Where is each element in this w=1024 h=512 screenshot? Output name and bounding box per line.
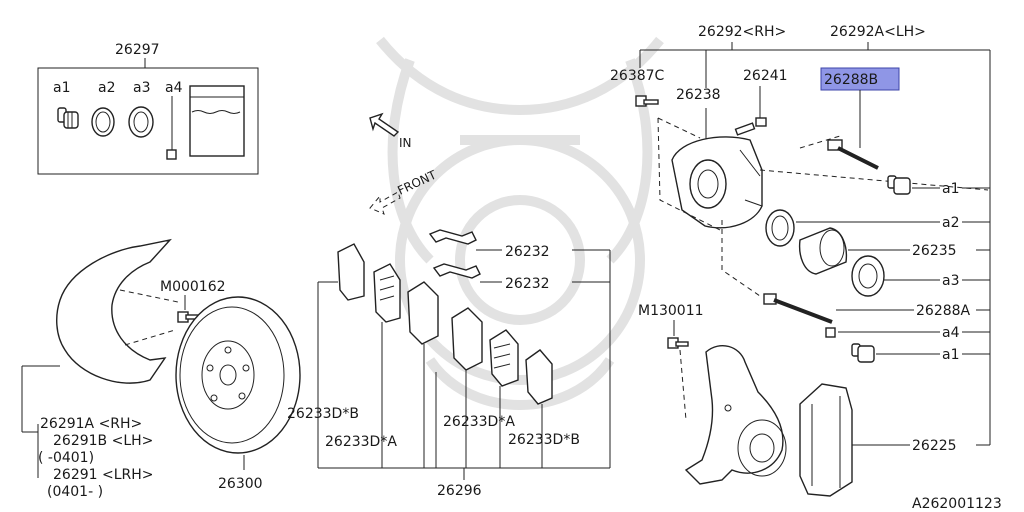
brake-pad-4 bbox=[451, 307, 483, 371]
cap-icon bbox=[166, 149, 177, 160]
in-label: IN bbox=[399, 136, 412, 150]
cover-rh-label: 26291A <RH> bbox=[40, 416, 142, 432]
piston-icon bbox=[798, 227, 848, 275]
front-arrow-icon bbox=[369, 191, 401, 215]
in-arrow-icon bbox=[369, 112, 400, 137]
pad-b-left-label: 26233D*B bbox=[287, 406, 359, 422]
p26225-label: 26225 bbox=[912, 438, 957, 454]
steering-knuckle bbox=[684, 344, 787, 485]
a2-label: a2 bbox=[942, 215, 960, 231]
caliper-support bbox=[799, 383, 853, 497]
boot-a1-bottom-icon bbox=[851, 343, 875, 363]
m130011-label: M130011 bbox=[638, 303, 704, 319]
p26241-label: 26241 bbox=[743, 68, 788, 84]
a4-label: a4 bbox=[942, 325, 960, 341]
rotor-label: 26300 bbox=[218, 476, 263, 492]
bleeder-screw-icon bbox=[734, 117, 767, 136]
guide-pin-lower-icon bbox=[763, 293, 833, 324]
brake-pad-5 bbox=[489, 329, 519, 387]
pad-b-right-label: 26233D*B bbox=[508, 432, 580, 448]
cover-lh-label: 26291B <LH> bbox=[53, 433, 153, 449]
pad-clip-bottom bbox=[432, 263, 481, 279]
cover-range2-label: (0401- ) bbox=[47, 484, 103, 500]
cover-range1-label: ( -0401) bbox=[38, 450, 94, 466]
diagram-code: A262001123 bbox=[912, 496, 1002, 512]
p26288b-label[interactable]: 26288B bbox=[824, 72, 878, 88]
pad-a-right-label: 26233D*A bbox=[443, 414, 515, 430]
bleeder-bolt-icon bbox=[635, 95, 659, 107]
grease-packet-icon bbox=[189, 85, 245, 157]
a1-bottom-label: a1 bbox=[942, 347, 960, 363]
boot-a1-top-icon bbox=[887, 175, 911, 195]
kit-box bbox=[37, 67, 259, 175]
kit-a1-label: a1 bbox=[53, 80, 71, 96]
kit-label: 26297 bbox=[115, 42, 160, 58]
pad-a-left-label: 26233D*A bbox=[325, 434, 397, 450]
cap-a4-icon bbox=[825, 327, 836, 338]
seal-a2-icon bbox=[765, 209, 795, 247]
brake-pad-6 bbox=[525, 349, 553, 405]
brake-rotor bbox=[175, 296, 301, 454]
watermark-emblem bbox=[376, 36, 664, 410]
brake-pad-3 bbox=[407, 281, 439, 345]
caliper-body bbox=[671, 136, 763, 229]
bolt-26387c-label: 26387C bbox=[610, 68, 665, 84]
pad-clip-top bbox=[428, 229, 477, 245]
a1-top-label: a1 bbox=[942, 181, 960, 197]
kit-a2-label: a2 bbox=[98, 80, 116, 96]
dust-cover bbox=[56, 238, 179, 384]
pad-set-label: 26296 bbox=[437, 483, 482, 499]
a3-label: a3 bbox=[942, 273, 960, 289]
kit-a3-label: a3 bbox=[133, 80, 151, 96]
p26235-label: 26235 bbox=[912, 243, 957, 259]
p26288a-label: 26288A bbox=[916, 303, 971, 319]
clip-bottom-label: 26232 bbox=[505, 276, 550, 292]
p26238-label: 26238 bbox=[676, 87, 721, 103]
brake-pad-1 bbox=[337, 243, 365, 301]
cover-lrh-label: 26291 <LRH> bbox=[53, 467, 154, 483]
guide-pin-icon bbox=[827, 139, 879, 170]
boot-icon bbox=[57, 107, 79, 129]
boot-a3-icon bbox=[851, 255, 885, 297]
caliper-lh-label: 26292A<LH> bbox=[830, 24, 926, 40]
brake-pad-2 bbox=[373, 263, 401, 323]
kit-a4-label: a4 bbox=[165, 80, 183, 96]
piston-boot-icon bbox=[128, 106, 154, 138]
caliper-rh-label: 26292<RH> bbox=[698, 24, 786, 40]
clip-top-label: 26232 bbox=[505, 244, 550, 260]
m000162-label: M000162 bbox=[160, 279, 226, 295]
knuckle-bolt-icon bbox=[667, 337, 689, 349]
